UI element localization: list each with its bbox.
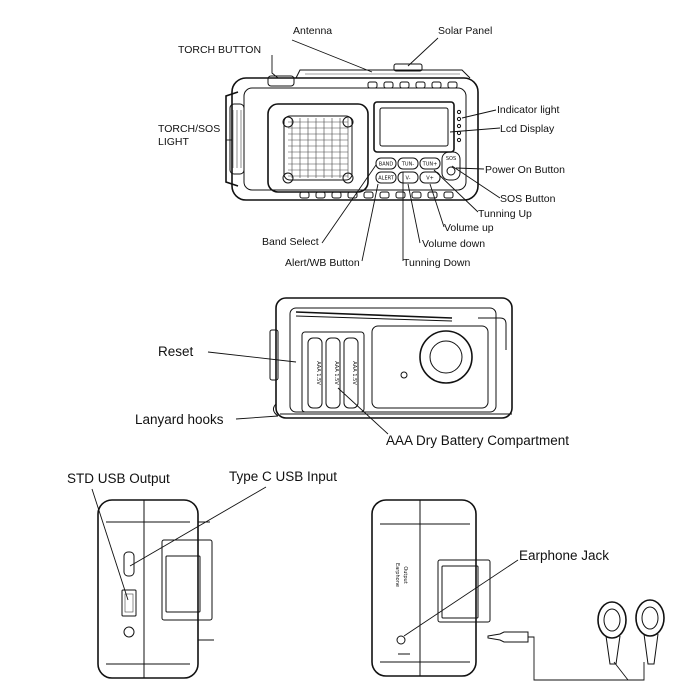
key-tun-down[interactable]: TUN- (397, 157, 419, 170)
key-vol-down-label: V- (406, 176, 411, 182)
label-torch-sos-light-line2: LIGHT (158, 136, 190, 148)
label-type-c-usb-input: Type C USB Input (229, 469, 337, 484)
battery-compartment: AAA 1.5V AAA 1.5V AAA 1.5V (301, 331, 365, 413)
key-tun-down-label: TUN- (401, 162, 414, 168)
earphone-jack (396, 635, 406, 645)
side-text-output: Output (402, 566, 408, 583)
earphone-plug (487, 631, 529, 643)
earphone-set (487, 599, 665, 681)
antenna-rod (295, 311, 453, 319)
lcd-display (379, 107, 449, 147)
label-volume-down: Volume down (422, 238, 485, 250)
left-earbud (597, 601, 627, 639)
label-alert-wb-button: Alert/WB Button (285, 257, 360, 269)
label-power-on-button: Power On Button (485, 164, 565, 176)
usb-a-port (121, 589, 137, 617)
key-sos-label: SOS (446, 156, 456, 162)
indicator-lights (456, 109, 462, 143)
label-antenna: Antenna (293, 25, 332, 37)
label-volume-up: Volume up (444, 222, 494, 234)
label-band-select: Band Select (262, 236, 319, 248)
side-text-earphone: Earphone (394, 563, 400, 587)
side-jack (123, 626, 135, 638)
key-alert[interactable]: ALERT (375, 171, 397, 184)
earphone-leader (403, 559, 519, 637)
top-ridges (367, 81, 458, 89)
radio-front-view: BAND TUN- TUN+ ALERT V- V+ SOS (225, 63, 479, 201)
key-vol-up[interactable]: V+ (419, 171, 441, 184)
battery-1-label: AAA 1.5V (315, 361, 321, 385)
label-sos-button: SOS Button (500, 193, 556, 205)
key-band-label: BAND (379, 162, 394, 168)
lcd-frame (373, 101, 455, 153)
key-band[interactable]: BAND (375, 157, 397, 170)
type-c-port (123, 551, 135, 577)
lanyard-hook (272, 403, 279, 417)
middle-leaders (207, 351, 389, 435)
label-torch-button: TORCH BUTTON (178, 44, 261, 56)
hand-crank (371, 317, 507, 409)
label-lanyard-hooks: Lanyard hooks (135, 412, 224, 427)
speaker-grille (267, 103, 369, 193)
label-lcd-display: Lcd Display (500, 123, 555, 135)
label-solar-panel: Solar Panel (438, 25, 492, 37)
key-vol-up-label: V+ (426, 176, 434, 182)
reset-slot (269, 329, 279, 381)
right-earbud (635, 599, 665, 637)
radio-side-view-usb (97, 499, 214, 679)
radio-side-view-earphone: Earphone Output (371, 499, 491, 677)
radio-back-view: AAA 1.5V AAA 1.5V AAA 1.5V (269, 297, 513, 419)
label-earphone-jack: Earphone Jack (519, 548, 609, 563)
top-leaders (226, 37, 501, 262)
battery-2-label: AAA 1.5V (333, 361, 339, 385)
key-tun-up[interactable]: TUN+ (419, 157, 441, 170)
label-indicator-light: Indicator light (497, 104, 560, 116)
battery-3-label: AAA 1.5V (351, 361, 357, 385)
sos-power-cluster[interactable]: SOS (441, 151, 461, 181)
key-alert-label: ALERT (378, 176, 394, 182)
key-vol-down[interactable]: V- (397, 171, 419, 184)
label-battery-compartment: AAA Dry Battery Compartment (386, 433, 569, 448)
label-tunning-up: Tunning Up (478, 208, 532, 220)
power-icon (446, 166, 456, 176)
label-reset: Reset (158, 344, 194, 359)
label-tunning-down: Tunning Down (403, 257, 470, 269)
label-std-usb-output: STD USB Output (67, 471, 170, 486)
label-torch-sos-light-line1: TORCH/SOS (158, 123, 220, 135)
bottom-left-leaders (91, 486, 267, 601)
key-tun-up-label: TUN+ (422, 162, 438, 168)
